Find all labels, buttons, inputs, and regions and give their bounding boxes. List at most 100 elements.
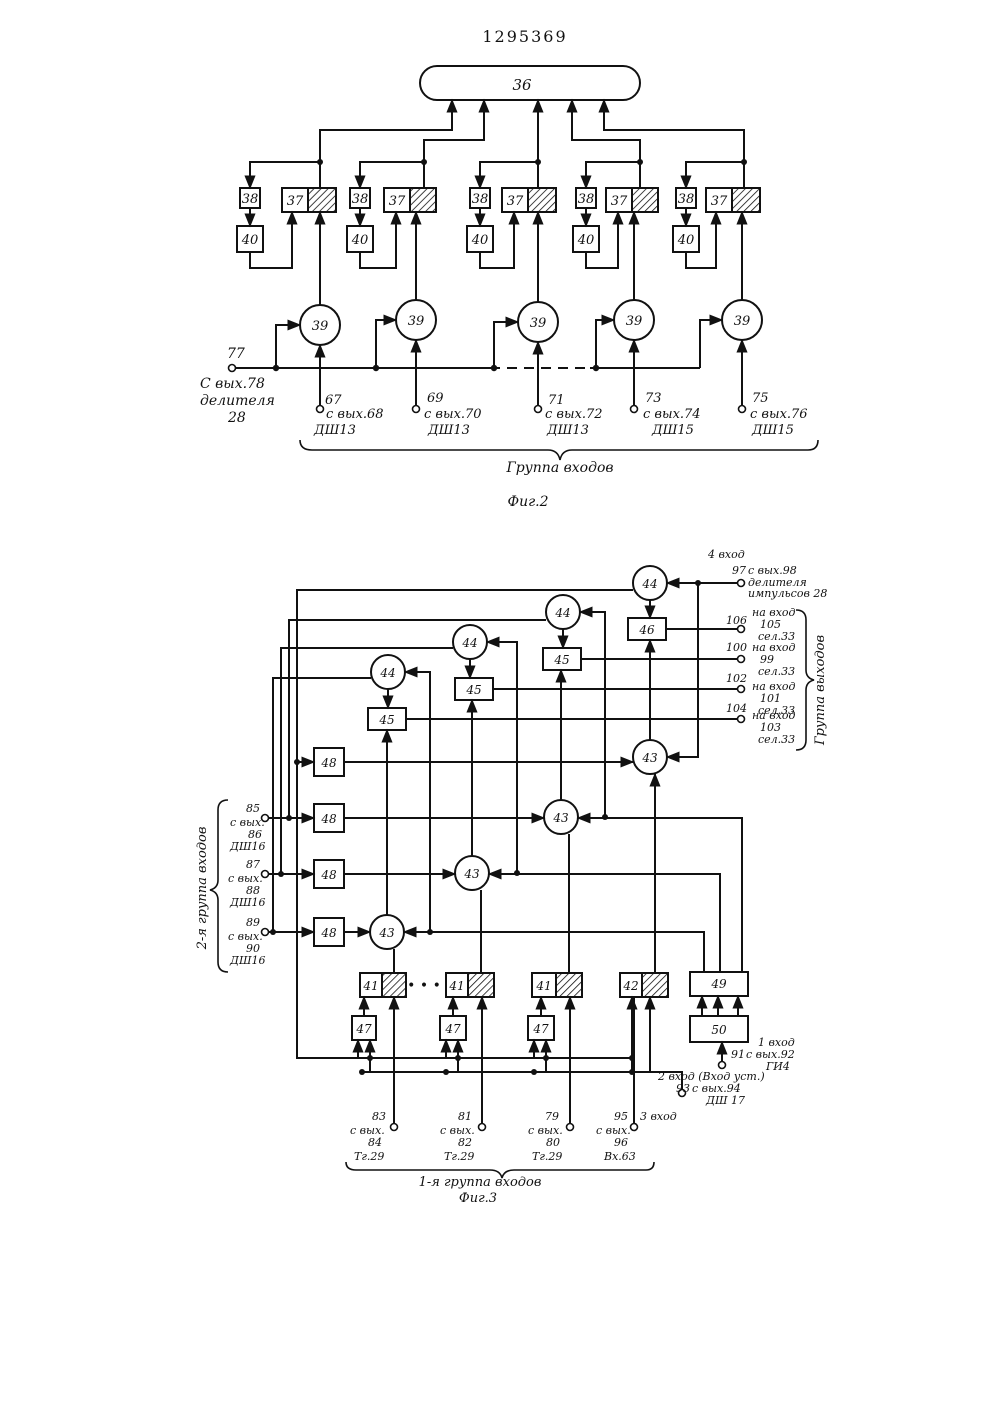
input-number: 67 xyxy=(325,393,342,408)
input-number: 75 xyxy=(752,391,769,406)
block-41-label: 41 xyxy=(362,979,378,993)
block-40-label: 40 xyxy=(351,233,369,248)
fig2-caption: Фиг.2 xyxy=(507,494,548,510)
block-36-label: 36 xyxy=(512,76,532,94)
block-37-label: 37 xyxy=(287,194,304,209)
output-target: сел.33 xyxy=(758,733,795,746)
outputs-group-brace xyxy=(796,610,814,750)
output-number: 106 xyxy=(726,614,747,627)
block-42-label: 42 xyxy=(622,979,638,993)
output-number: 104 xyxy=(726,702,747,715)
group2-brace xyxy=(210,800,228,972)
input-source: ДШ13 xyxy=(313,423,356,438)
block-50-label: 50 xyxy=(711,1023,727,1037)
block-37-label: 37 xyxy=(389,194,406,209)
input-number: 73 xyxy=(645,391,662,406)
group2-source: ДШ16 xyxy=(229,896,266,909)
input-77-source: делителя xyxy=(200,393,275,409)
input-source: с вых.72 xyxy=(545,407,603,422)
block-48-label: 48 xyxy=(320,812,337,826)
block-39-label: 39 xyxy=(626,314,643,329)
input-77-number: 77 xyxy=(227,346,245,362)
input1-number: 91 xyxy=(731,1048,745,1061)
group1-source: 96 xyxy=(614,1136,628,1149)
input-source: с вых.74 xyxy=(643,407,701,422)
input-source: с вых.70 xyxy=(424,407,482,422)
group1-label: 1-я группа входов xyxy=(419,1175,542,1190)
block-46-label: 46 xyxy=(638,623,655,637)
group1-source: Тг.29 xyxy=(532,1150,562,1163)
block-37-label: 37 xyxy=(711,194,728,209)
block-39-label: 39 xyxy=(408,314,425,329)
input-77-source: 28 xyxy=(227,410,246,426)
block-43-label: 43 xyxy=(641,751,658,765)
block-43-label: 43 xyxy=(378,926,395,940)
group1-source: Вх.63 xyxy=(603,1150,636,1163)
block-44-label: 44 xyxy=(379,666,395,680)
block-44-label: 44 xyxy=(554,606,570,620)
fig3-caption: Фиг.3 xyxy=(459,1191,497,1206)
block-45-label: 45 xyxy=(553,653,569,667)
input-source: с вых.76 xyxy=(750,407,808,422)
output-number: 100 xyxy=(726,641,747,654)
block-41-label: 41 xyxy=(535,979,551,993)
input2-source: ДШ 17 xyxy=(705,1094,745,1107)
block-37-label: 37 xyxy=(507,194,524,209)
group2-number: 85 xyxy=(246,802,260,815)
block-39-label: 39 xyxy=(734,314,751,329)
block-38-label: 38 xyxy=(472,192,489,207)
block-38-label: 38 xyxy=(678,192,695,207)
block-44-label: 44 xyxy=(641,577,657,591)
block-38-label: 38 xyxy=(242,192,259,207)
block-40-label: 40 xyxy=(241,233,259,248)
block-48-label: 48 xyxy=(320,926,337,940)
group1-number: 81 xyxy=(458,1110,472,1123)
block-38-label: 38 xyxy=(578,192,595,207)
input4-title: 4 вход xyxy=(707,548,745,561)
group2-label: 2-я группа входов xyxy=(195,827,210,951)
block-38-label: 38 xyxy=(352,192,369,207)
block-47-label: 47 xyxy=(444,1022,461,1036)
block-47-label: 47 xyxy=(532,1022,549,1036)
group1-source: 82 xyxy=(458,1136,472,1149)
block-41-label: 41 xyxy=(448,979,464,993)
group2-number: 89 xyxy=(246,916,260,929)
input3-title: 3 вход xyxy=(640,1110,677,1123)
group2-source: ДШ16 xyxy=(229,954,266,967)
block-47-label: 47 xyxy=(355,1022,372,1036)
fig2-unit-4 xyxy=(572,100,658,413)
input4-source: импульсов 28 xyxy=(748,587,827,600)
input-77-source: С вых.78 xyxy=(200,376,265,392)
input-source: ДШ13 xyxy=(546,423,589,438)
input-source: ДШ13 xyxy=(427,423,470,438)
block-45-label: 45 xyxy=(465,683,481,697)
fig3-diagram: 44 44 44 44 46 45 45 45 43 43 43 43 48 4… xyxy=(195,548,828,1206)
input-source: с вых.68 xyxy=(326,407,384,422)
block-48-label: 48 xyxy=(320,868,337,882)
fig2-unit-5 xyxy=(604,100,762,413)
group1-number: 83 xyxy=(372,1110,386,1123)
block-40-label: 40 xyxy=(577,233,595,248)
block-44-label: 44 xyxy=(461,636,477,650)
fig2-unit-2 xyxy=(347,100,484,413)
block-48-label: 48 xyxy=(320,756,337,770)
block-39-label: 39 xyxy=(530,316,547,331)
input2-number: 93 xyxy=(676,1082,690,1095)
ellipsis: • • • xyxy=(407,978,441,994)
group1-source: 80 xyxy=(546,1136,560,1149)
group1-number: 95 xyxy=(614,1110,628,1123)
block-37-label: 37 xyxy=(611,194,628,209)
output-number: 102 xyxy=(726,672,747,685)
group1-source: Тг.29 xyxy=(444,1150,474,1163)
block-40-label: 40 xyxy=(471,233,489,248)
group1-source: Тг.29 xyxy=(354,1150,384,1163)
block-45-label: 45 xyxy=(378,713,394,727)
block-49-label: 49 xyxy=(710,977,727,991)
patent-number: 1295369 xyxy=(482,27,567,46)
input-group-brace xyxy=(300,440,818,460)
group1-number: 79 xyxy=(545,1110,559,1123)
input-source: ДШ15 xyxy=(651,423,694,438)
group2-number: 87 xyxy=(246,858,260,871)
